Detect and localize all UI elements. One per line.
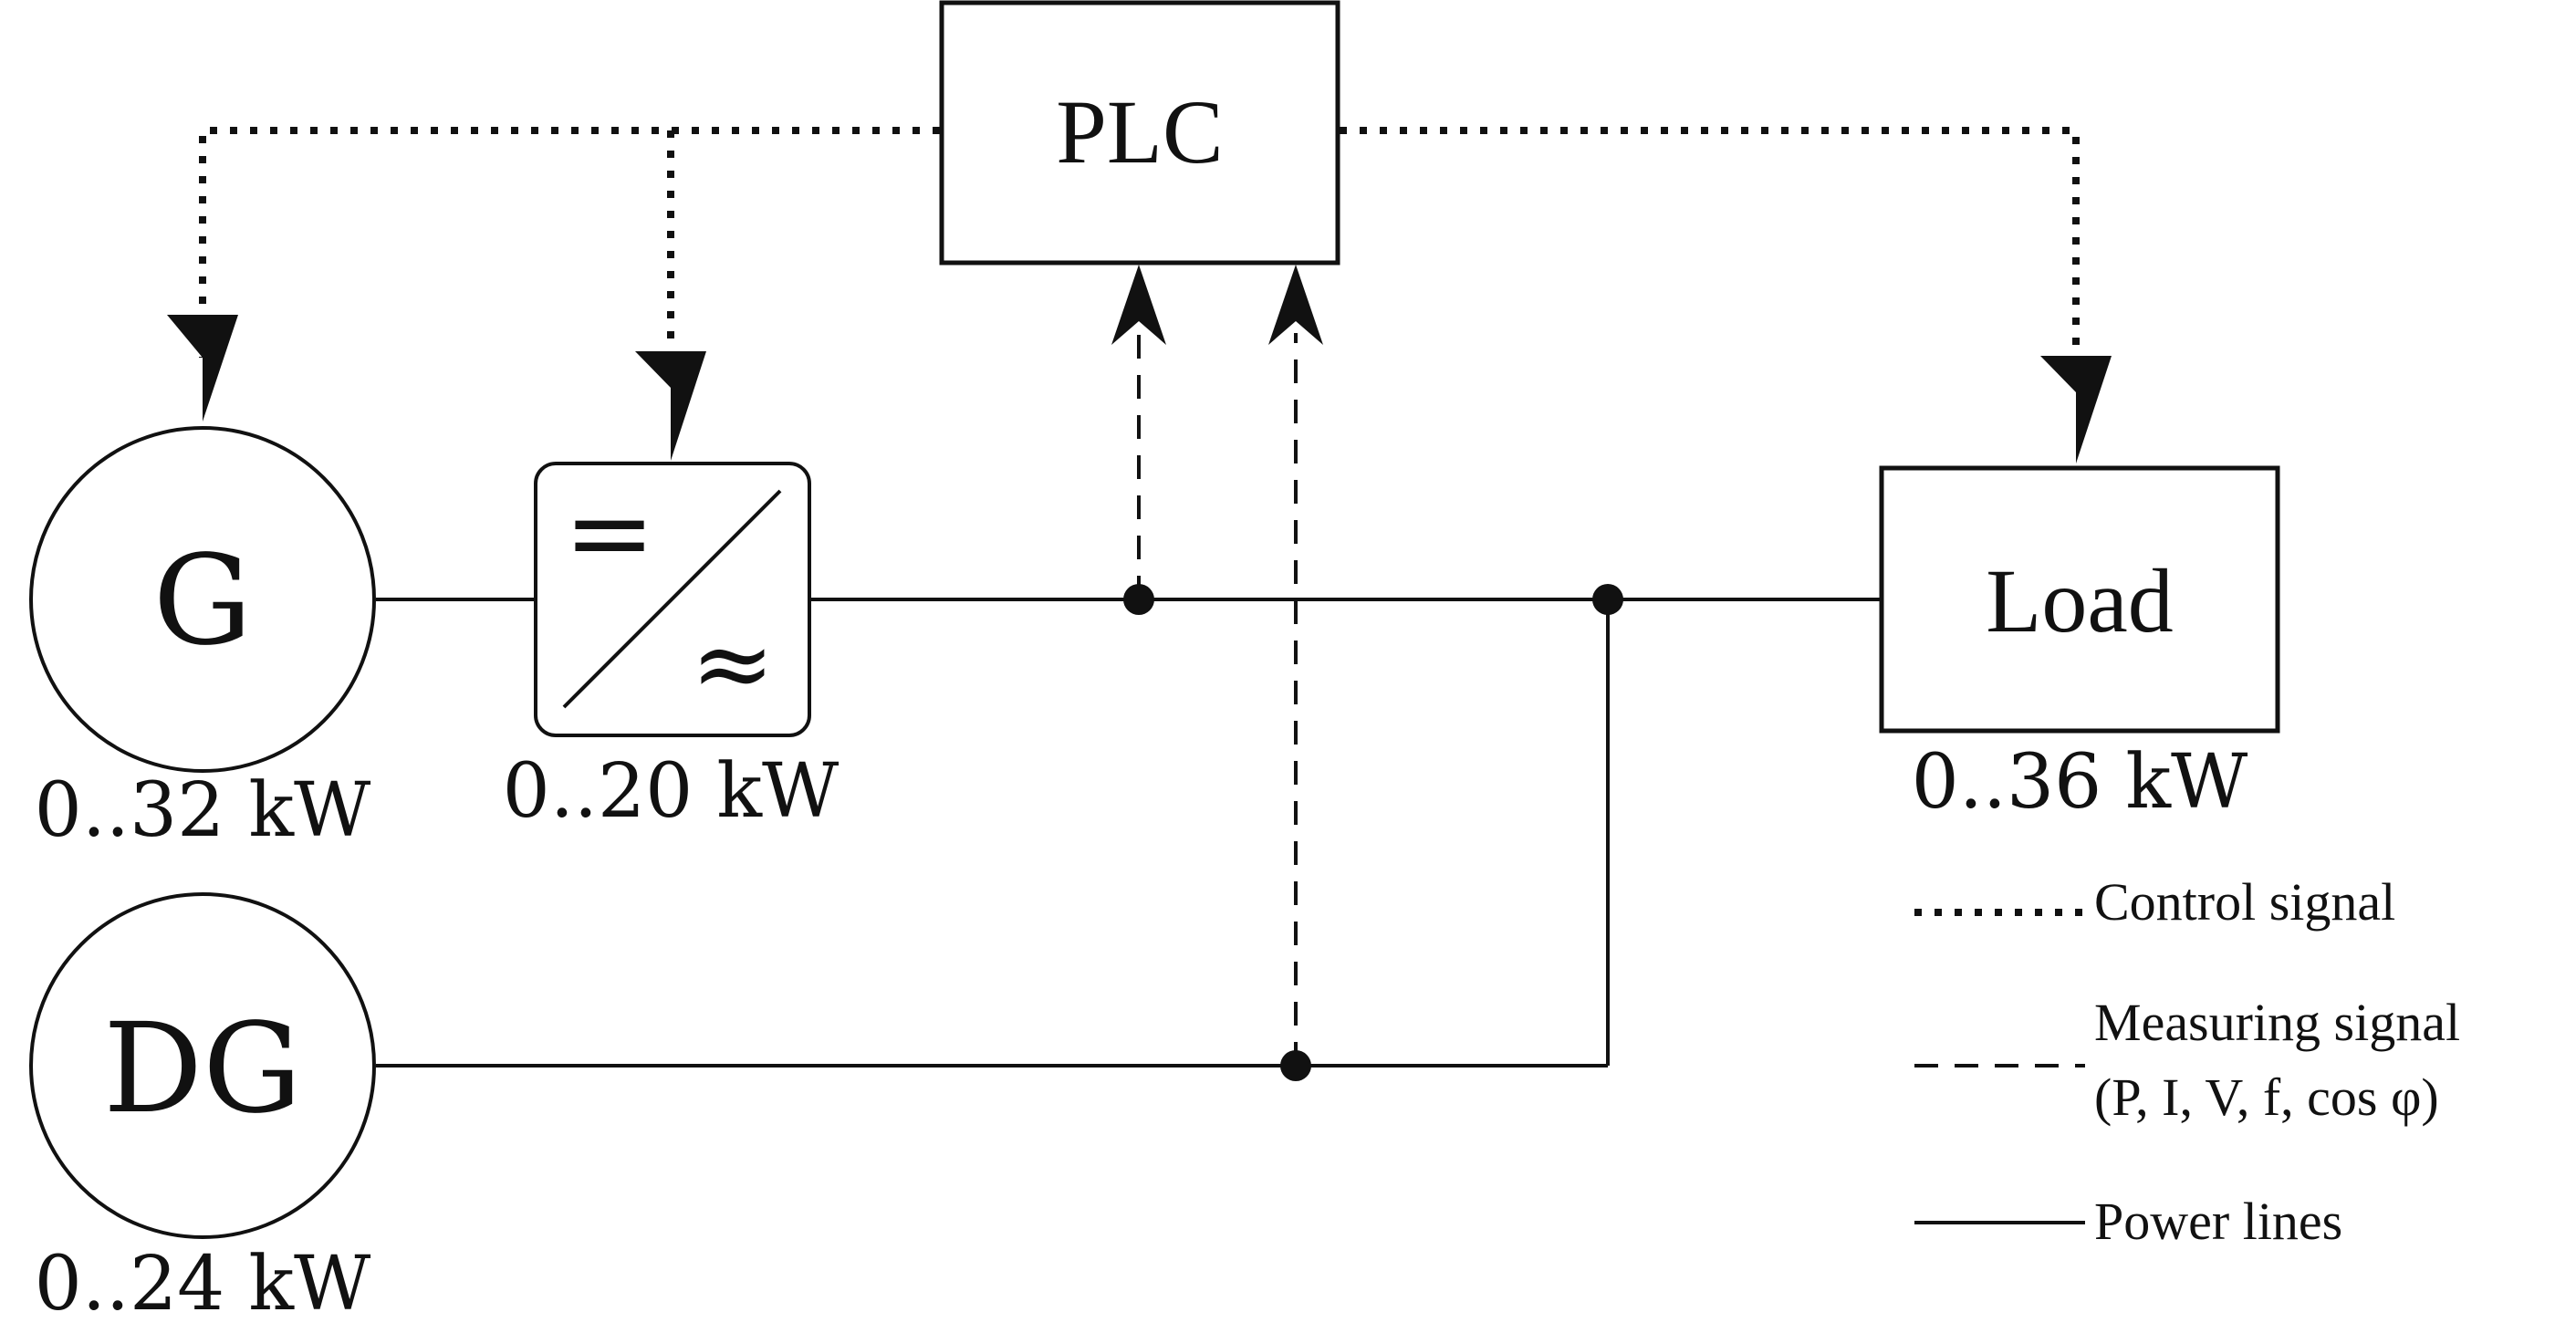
diesel-generator-label: DG: [103, 997, 302, 1141]
control-signal-lines: [199, 127, 2080, 383]
arrowhead-measure-1: [1111, 265, 1166, 345]
legend-control-label: Control signal: [2094, 872, 2395, 932]
load-rating: 0..36 kW: [1912, 739, 2248, 826]
inverter-rating: 0..20 kW: [503, 748, 840, 835]
diesel-generator-node: DG 0..24 kW: [29, 892, 376, 1328]
legend-power-label: Power lines: [2094, 1192, 2342, 1251]
arrowhead-to-load: [2040, 356, 2112, 463]
dc-symbol: =: [564, 470, 656, 597]
load-label: Load: [1986, 550, 2173, 651]
arrowhead-to-inverter: [635, 351, 706, 461]
control-arrowheads: [167, 315, 2112, 463]
measuring-signal-lines: [1137, 333, 1298, 1066]
inverter-node: = ≈ 0..20 kW: [503, 462, 840, 835]
generator-node: G 0..32 kW: [29, 426, 376, 854]
legend-measuring-label: Measuring signal: [2094, 993, 2460, 1052]
measuring-arrowheads: [1111, 265, 1323, 345]
plc-label: PLC: [1056, 81, 1223, 182]
power-lines: [376, 598, 1880, 1067]
generator-rating: 0..32 kW: [35, 767, 371, 854]
plc-node: PLC: [939, 0, 1340, 266]
legend-measuring-detail: (P, I, V, f, cos φ): [2094, 1067, 2439, 1127]
junction-dot: [1280, 1050, 1311, 1081]
junction-dot: [1592, 584, 1623, 615]
legend: Control signal Measuring signal (P, I, V…: [1914, 872, 2460, 1251]
load-node: Load 0..36 kW: [1879, 465, 2280, 826]
junction-dot: [1123, 584, 1154, 615]
ac-symbol: ≈: [691, 605, 775, 722]
generator-label: G: [153, 529, 253, 673]
arrowhead-measure-2: [1268, 265, 1323, 345]
diesel-generator-rating: 0..24 kW: [35, 1241, 371, 1328]
arrowhead-to-generator: [167, 315, 238, 422]
